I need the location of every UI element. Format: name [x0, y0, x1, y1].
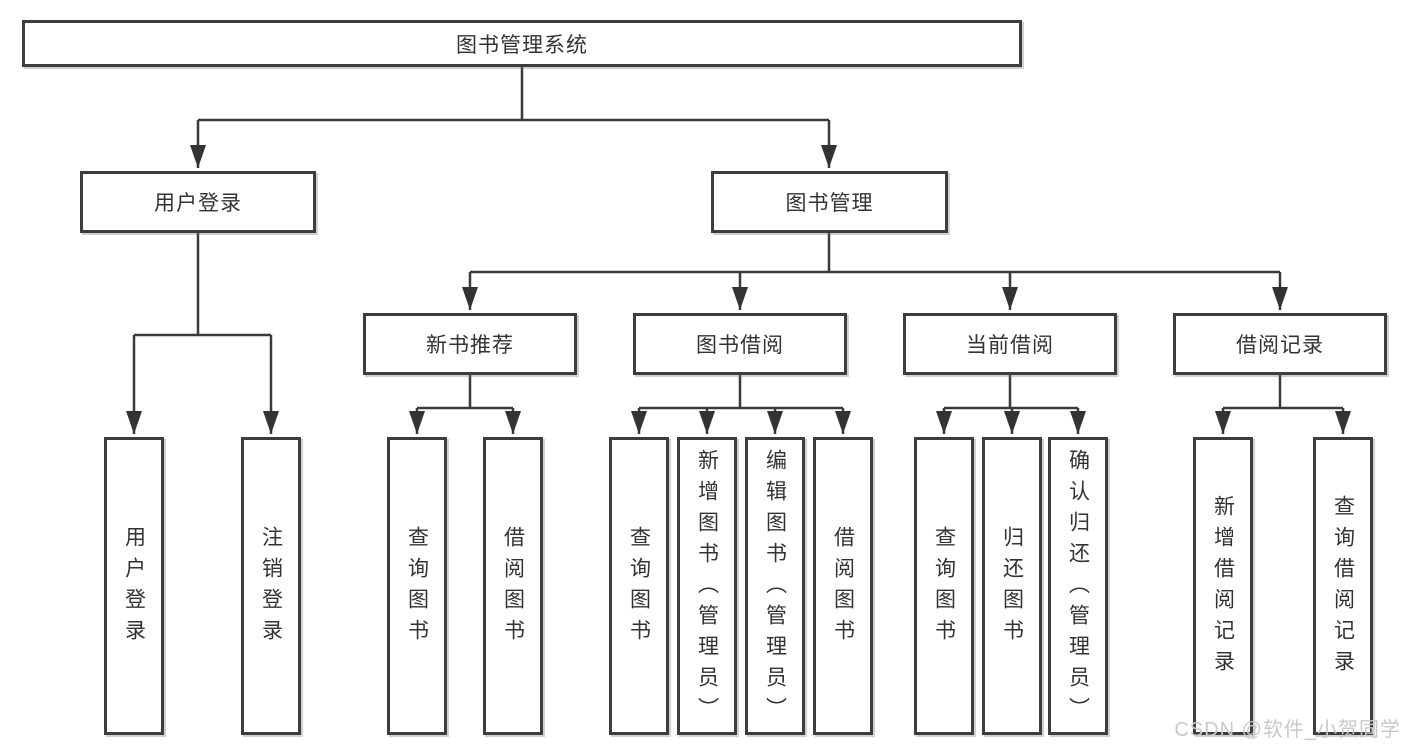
node-current-borrow: 当前借阅 — [903, 313, 1117, 375]
leaf-query-books-borrow: 查询图书 — [609, 437, 669, 735]
node-new-book-recommend: 新书推荐 — [363, 313, 577, 375]
leaf-query-books-current: 查询图书 — [914, 437, 974, 735]
connector-current-to-leaves — [936, 375, 1086, 434]
leaf-edit-book-admin: 编辑图书（管理员） — [745, 437, 805, 735]
leaf-borrow-books-recommend: 借阅图书 — [483, 437, 543, 735]
connector-login-to-leaves — [126, 233, 279, 434]
node-book-manage: 图书管理 — [711, 171, 948, 233]
connector-root-to-level2 — [190, 67, 837, 168]
leaf-borrow-books-borrow: 借阅图书 — [813, 437, 873, 735]
connector-recommend-to-leaves — [409, 375, 521, 434]
node-borrow-records: 借阅记录 — [1173, 313, 1387, 375]
leaf-query-borrow-record: 查询借阅记录 — [1313, 437, 1373, 735]
leaf-confirm-return-admin: 确认归还（管理员） — [1048, 437, 1108, 735]
connector-manage-to-level3 — [462, 233, 1288, 310]
leaf-logout: 注销登录 — [241, 437, 301, 735]
leaf-return-book: 归还图书 — [982, 437, 1042, 735]
connector-borrow-to-leaves — [631, 375, 851, 434]
node-book-borrow: 图书借阅 — [633, 313, 847, 375]
connector-records-to-leaves — [1215, 375, 1351, 434]
leaf-add-book-admin: 新增图书（管理员） — [677, 437, 737, 735]
node-root: 图书管理系统 — [22, 20, 1022, 67]
node-user-login: 用户登录 — [80, 171, 316, 233]
leaf-add-borrow-record: 新增借阅记录 — [1193, 437, 1253, 735]
csdn-watermark: CSDN @软件_小贺同学 — [1174, 719, 1401, 741]
leaf-user-login: 用户登录 — [104, 437, 164, 735]
leaf-query-books-recommend: 查询图书 — [387, 437, 447, 735]
